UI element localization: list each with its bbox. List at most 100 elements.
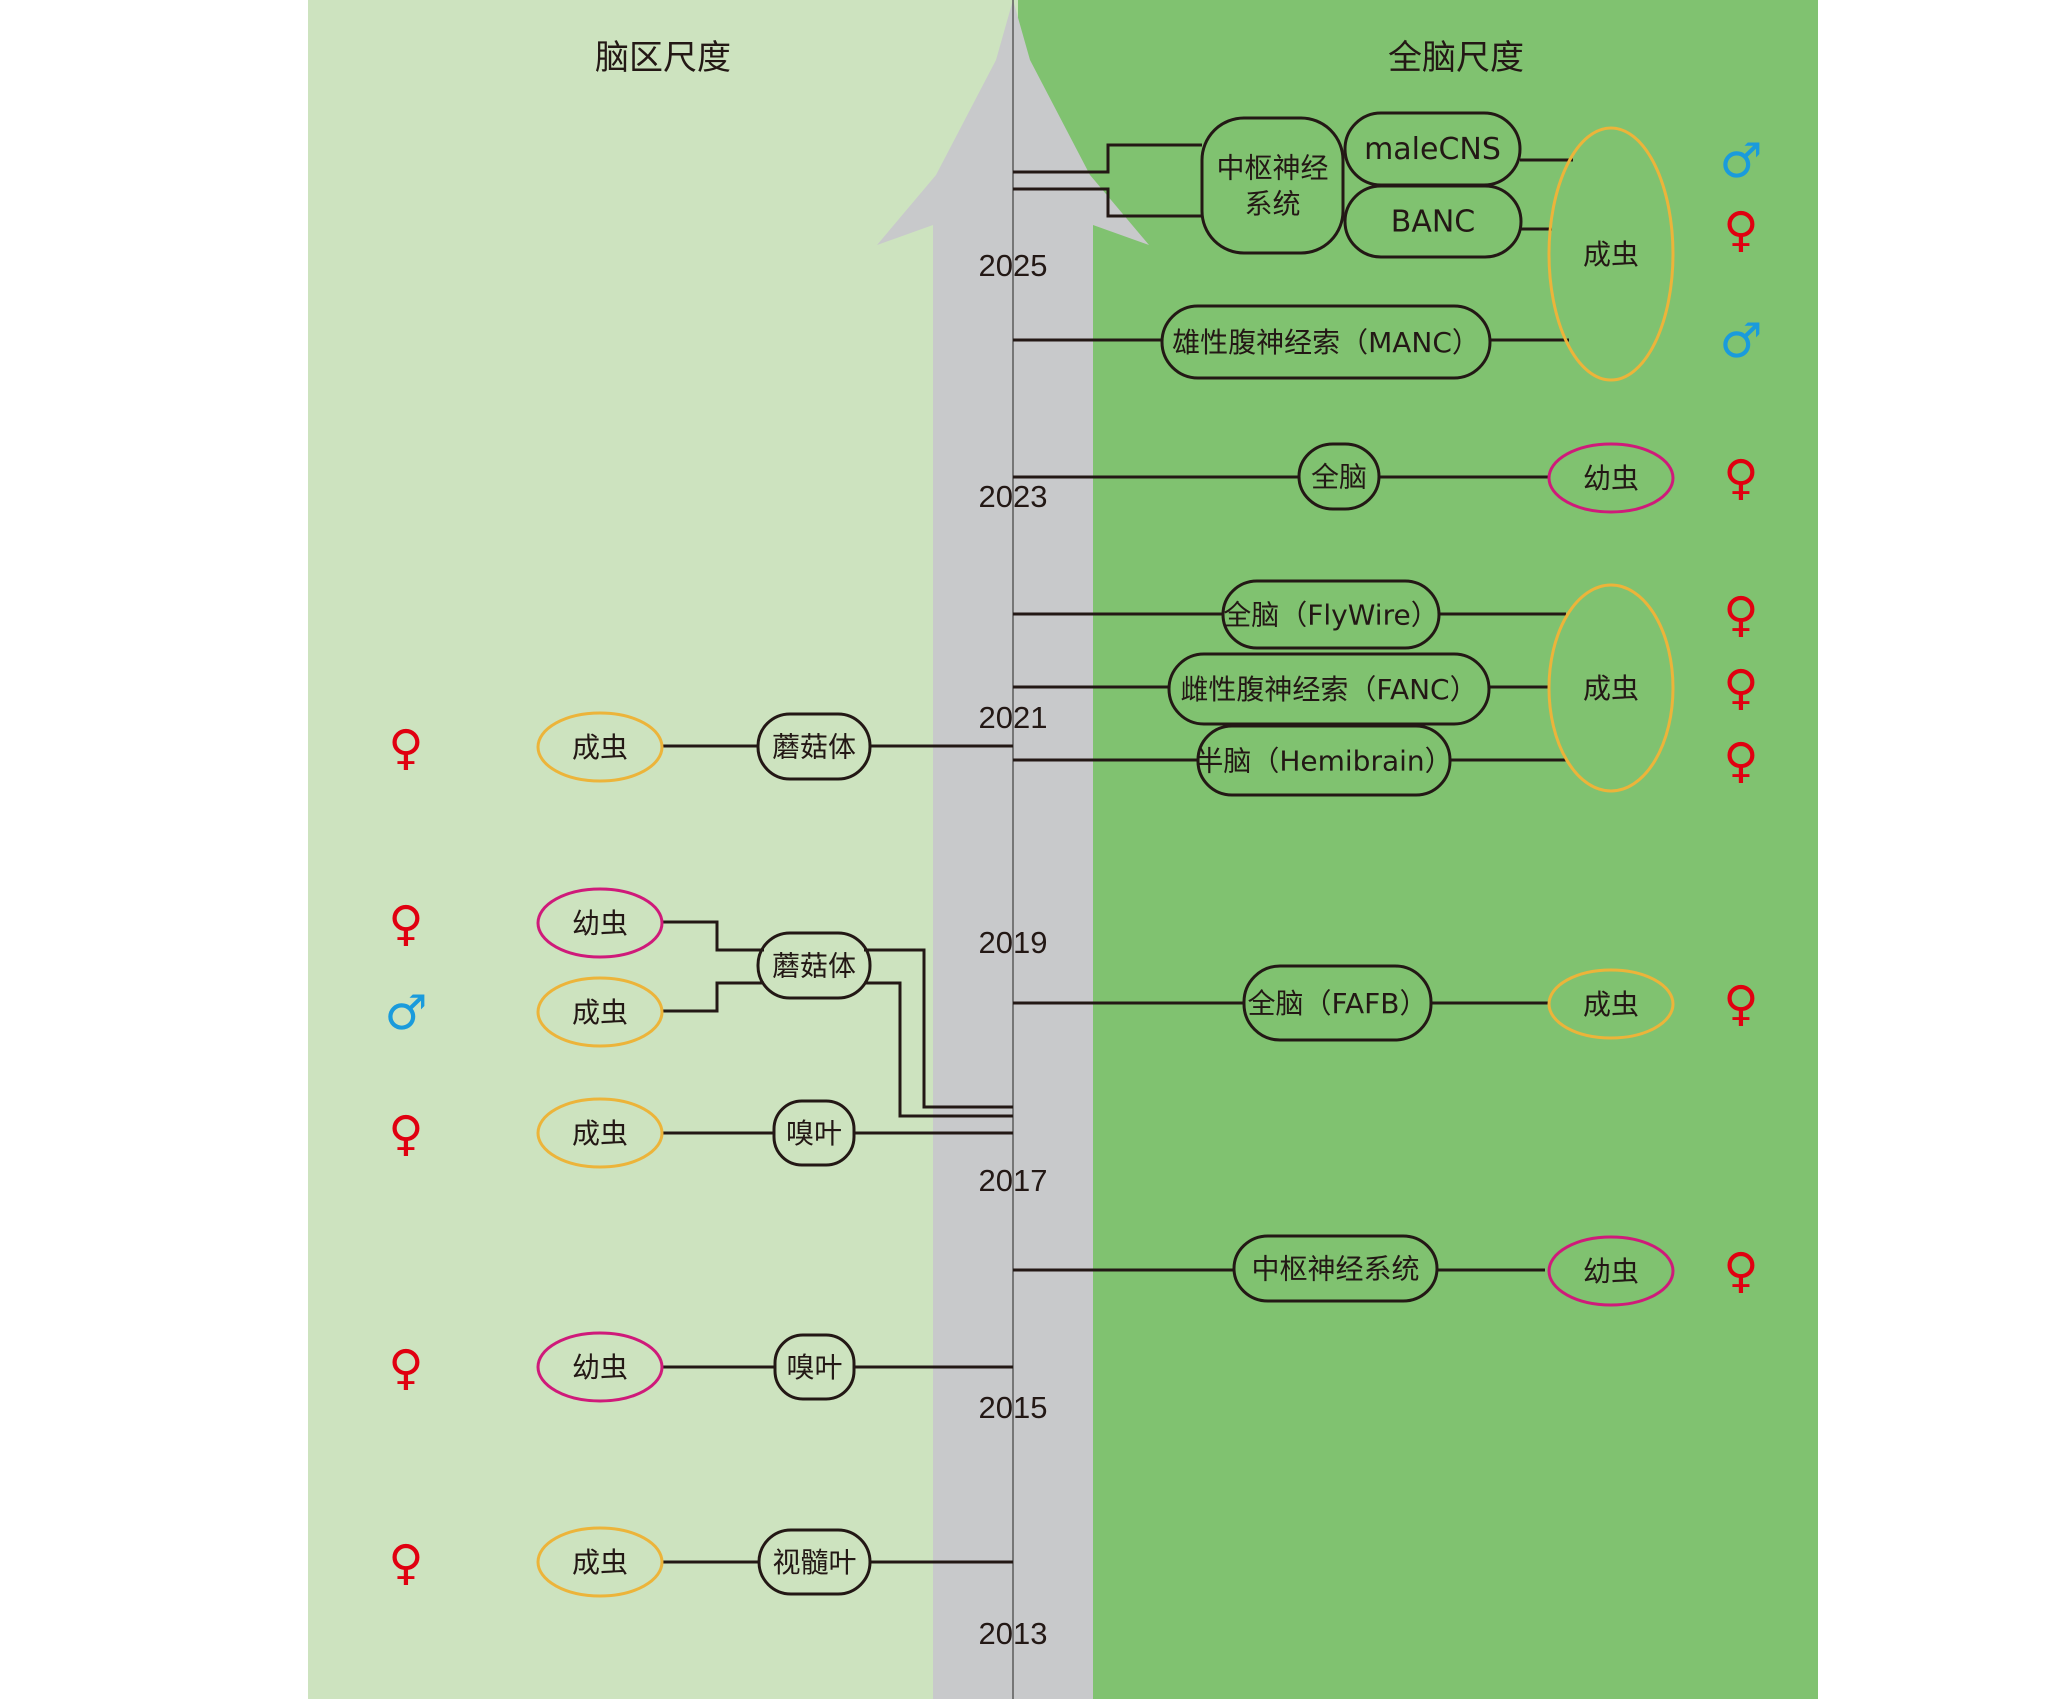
connector-line xyxy=(662,981,764,1013)
whole-stage-adult-2025-label: 成虫 xyxy=(1583,238,1639,271)
region-stage-2018-larva-label: 幼虫 xyxy=(572,907,628,940)
female-symbol-icon: ♀ xyxy=(1723,450,1758,506)
region-stage-2017: 成虫 xyxy=(536,1097,664,1169)
whole-node-fafb-outline xyxy=(1242,964,1433,1042)
whole-node-manc-outline xyxy=(1160,304,1492,380)
whole-node-flywire: 全脑（FlyWire） xyxy=(1221,579,1441,650)
whole-node-fanc-label: 雌性腹神经索（FANC） xyxy=(1180,673,1477,706)
whole-node-cns-2025-label: 系统 xyxy=(1244,188,1300,221)
whole-node-malecns: maleCNS xyxy=(1343,111,1522,187)
whole-stage-2016: 幼虫 xyxy=(1547,1235,1675,1307)
whole-node-fanc-outline xyxy=(1167,652,1491,726)
whole-stage-adult-2021-ring xyxy=(1547,583,1675,793)
connector-line xyxy=(864,948,1013,1109)
whole-stage-2018-label: 成虫 xyxy=(1583,988,1639,1021)
whole-stage-adult-2021: 成虫 xyxy=(1547,583,1675,793)
connector-line xyxy=(1013,143,1202,174)
region-stage-2018-adult-ring xyxy=(536,976,664,1048)
year-label-2013: 2013 xyxy=(979,1616,1048,1651)
whole-node-fanc: 雌性腹神经索（FANC） xyxy=(1167,652,1491,726)
female-symbol-icon: ♀ xyxy=(1723,202,1758,258)
whole-node-malecns-label: maleCNS xyxy=(1364,132,1501,167)
whole-node-hemibrain: 半脑（Hemibrain） xyxy=(1195,724,1453,797)
whole-node-fafb-label: 全脑（FAFB） xyxy=(1247,987,1427,1020)
region-stage-2018-adult-label: 成虫 xyxy=(572,996,628,1029)
whole-stage-2016-ring xyxy=(1547,1235,1675,1307)
female-symbol-icon: ♀ xyxy=(1723,587,1758,643)
whole-brain-scale-title: 全脑尺度 xyxy=(1388,38,1524,78)
region-node-mushroom-body-2018: 蘑菇体 xyxy=(756,931,872,1000)
region-stage-2018-larva: 幼虫 xyxy=(536,887,664,959)
female-symbol-icon: ♀ xyxy=(388,1535,423,1591)
whole-node-cns-2025: 中枢神经系统 xyxy=(1200,116,1345,255)
region-node-antennal-lobe-2017-outline xyxy=(772,1099,856,1167)
whole-stage-2023-label: 幼虫 xyxy=(1583,462,1639,495)
whole-stage-2018: 成虫 xyxy=(1547,968,1675,1040)
whole-node-hemibrain-label: 半脑（Hemibrain） xyxy=(1195,745,1452,778)
female-symbol-icon: ♀ xyxy=(1723,976,1758,1032)
whole-node-manc: 雄性腹神经索（MANC） xyxy=(1160,304,1492,380)
whole-node-cns-2025-outline xyxy=(1200,116,1345,255)
whole-stage-adult-2021-label: 成虫 xyxy=(1583,672,1639,705)
region-stage-2013-label: 成虫 xyxy=(572,1546,628,1579)
whole-node-larval-brain-outline xyxy=(1297,442,1381,511)
region-node-antennal-lobe-2015-label: 嗅叶 xyxy=(786,1351,842,1384)
region-stage-2018-larva-ring xyxy=(536,887,664,959)
male-symbol-icon: ♂ xyxy=(1719,133,1762,189)
whole-node-hemibrain-outline xyxy=(1196,724,1452,797)
region-stage-2021: 成虫 xyxy=(536,711,664,783)
region-node-mushroom-body-2021: 蘑菇体 xyxy=(756,712,872,781)
female-symbol-icon: ♀ xyxy=(388,1106,423,1162)
region-node-mushroom-body-2018-outline xyxy=(756,931,872,1000)
region-node-mushroom-body-2021-label: 蘑菇体 xyxy=(772,731,856,764)
male-symbol-icon: ♂ xyxy=(384,985,427,1041)
region-stage-2013: 成虫 xyxy=(536,1526,664,1598)
whole-node-banc: BANC xyxy=(1343,184,1523,259)
region-node-medulla-2013-outline xyxy=(757,1528,872,1596)
whole-node-manc-label: 雄性腹神经索（MANC） xyxy=(1172,326,1480,359)
year-label-2021: 2021 xyxy=(979,700,1048,735)
female-symbol-icon: ♀ xyxy=(1723,733,1758,789)
region-stage-2015-label: 幼虫 xyxy=(572,1351,628,1384)
region-node-antennal-lobe-2015: 嗅叶 xyxy=(773,1333,856,1401)
region-stage-2017-label: 成虫 xyxy=(572,1117,628,1150)
whole-node-larval-brain-label: 全脑 xyxy=(1311,461,1367,494)
whole-node-larval-cns: 中枢神经系统 xyxy=(1232,1234,1439,1303)
whole-node-flywire-label: 全脑（FlyWire） xyxy=(1223,599,1438,632)
year-label-2019: 2019 xyxy=(979,925,1048,960)
connector-lines xyxy=(662,143,1573,1564)
whole-node-larval-cns-outline xyxy=(1232,1234,1439,1303)
whole-node-flywire-outline xyxy=(1221,579,1441,650)
whole-node-cns-2025-label: 中枢神经 xyxy=(1216,152,1328,185)
region-stage-2013-ring xyxy=(536,1526,664,1598)
whole-node-fafb: 全脑（FAFB） xyxy=(1242,964,1433,1042)
region-stage-2015-ring xyxy=(536,1331,664,1403)
nodes: 蘑菇体成虫蘑菇体幼虫成虫嗅叶成虫嗅叶幼虫视髓叶成虫中枢神经系统maleCNSBA… xyxy=(536,111,1675,1598)
year-label-2017: 2017 xyxy=(979,1163,1048,1198)
connector-line xyxy=(1013,187,1202,218)
whole-node-larval-brain: 全脑 xyxy=(1297,442,1381,511)
connector-line xyxy=(662,920,764,952)
year-label-2023: 2023 xyxy=(979,479,1048,514)
whole-stage-2023-ring xyxy=(1547,442,1675,514)
region-stage-2017-ring xyxy=(536,1097,664,1169)
region-stage-2015: 幼虫 xyxy=(536,1331,664,1403)
region-node-medulla-2013-label: 视髓叶 xyxy=(772,1546,856,1579)
whole-node-banc-label: BANC xyxy=(1391,205,1476,240)
female-symbol-icon: ♀ xyxy=(1723,660,1758,716)
region-node-antennal-lobe-2017: 嗅叶 xyxy=(772,1099,856,1167)
region-node-antennal-lobe-2015-outline xyxy=(773,1333,856,1401)
region-scale-panel xyxy=(308,0,1020,1699)
whole-stage-2018-ring xyxy=(1547,968,1675,1040)
sex-symbols: ♀♀♂♀♀♀♂♀♂♀♀♀♀♀♀ xyxy=(384,133,1762,1591)
region-node-mushroom-body-2018-label: 蘑菇体 xyxy=(772,950,856,983)
whole-stage-2016-label: 幼虫 xyxy=(1583,1255,1639,1288)
region-stage-2018-adult: 成虫 xyxy=(536,976,664,1048)
male-symbol-icon: ♂ xyxy=(1719,313,1762,369)
region-stage-2021-ring xyxy=(536,711,664,783)
region-node-mushroom-body-2021-outline xyxy=(756,712,872,781)
whole-brain-scale-panel xyxy=(1018,0,1818,1699)
whole-node-banc-outline xyxy=(1343,184,1523,259)
